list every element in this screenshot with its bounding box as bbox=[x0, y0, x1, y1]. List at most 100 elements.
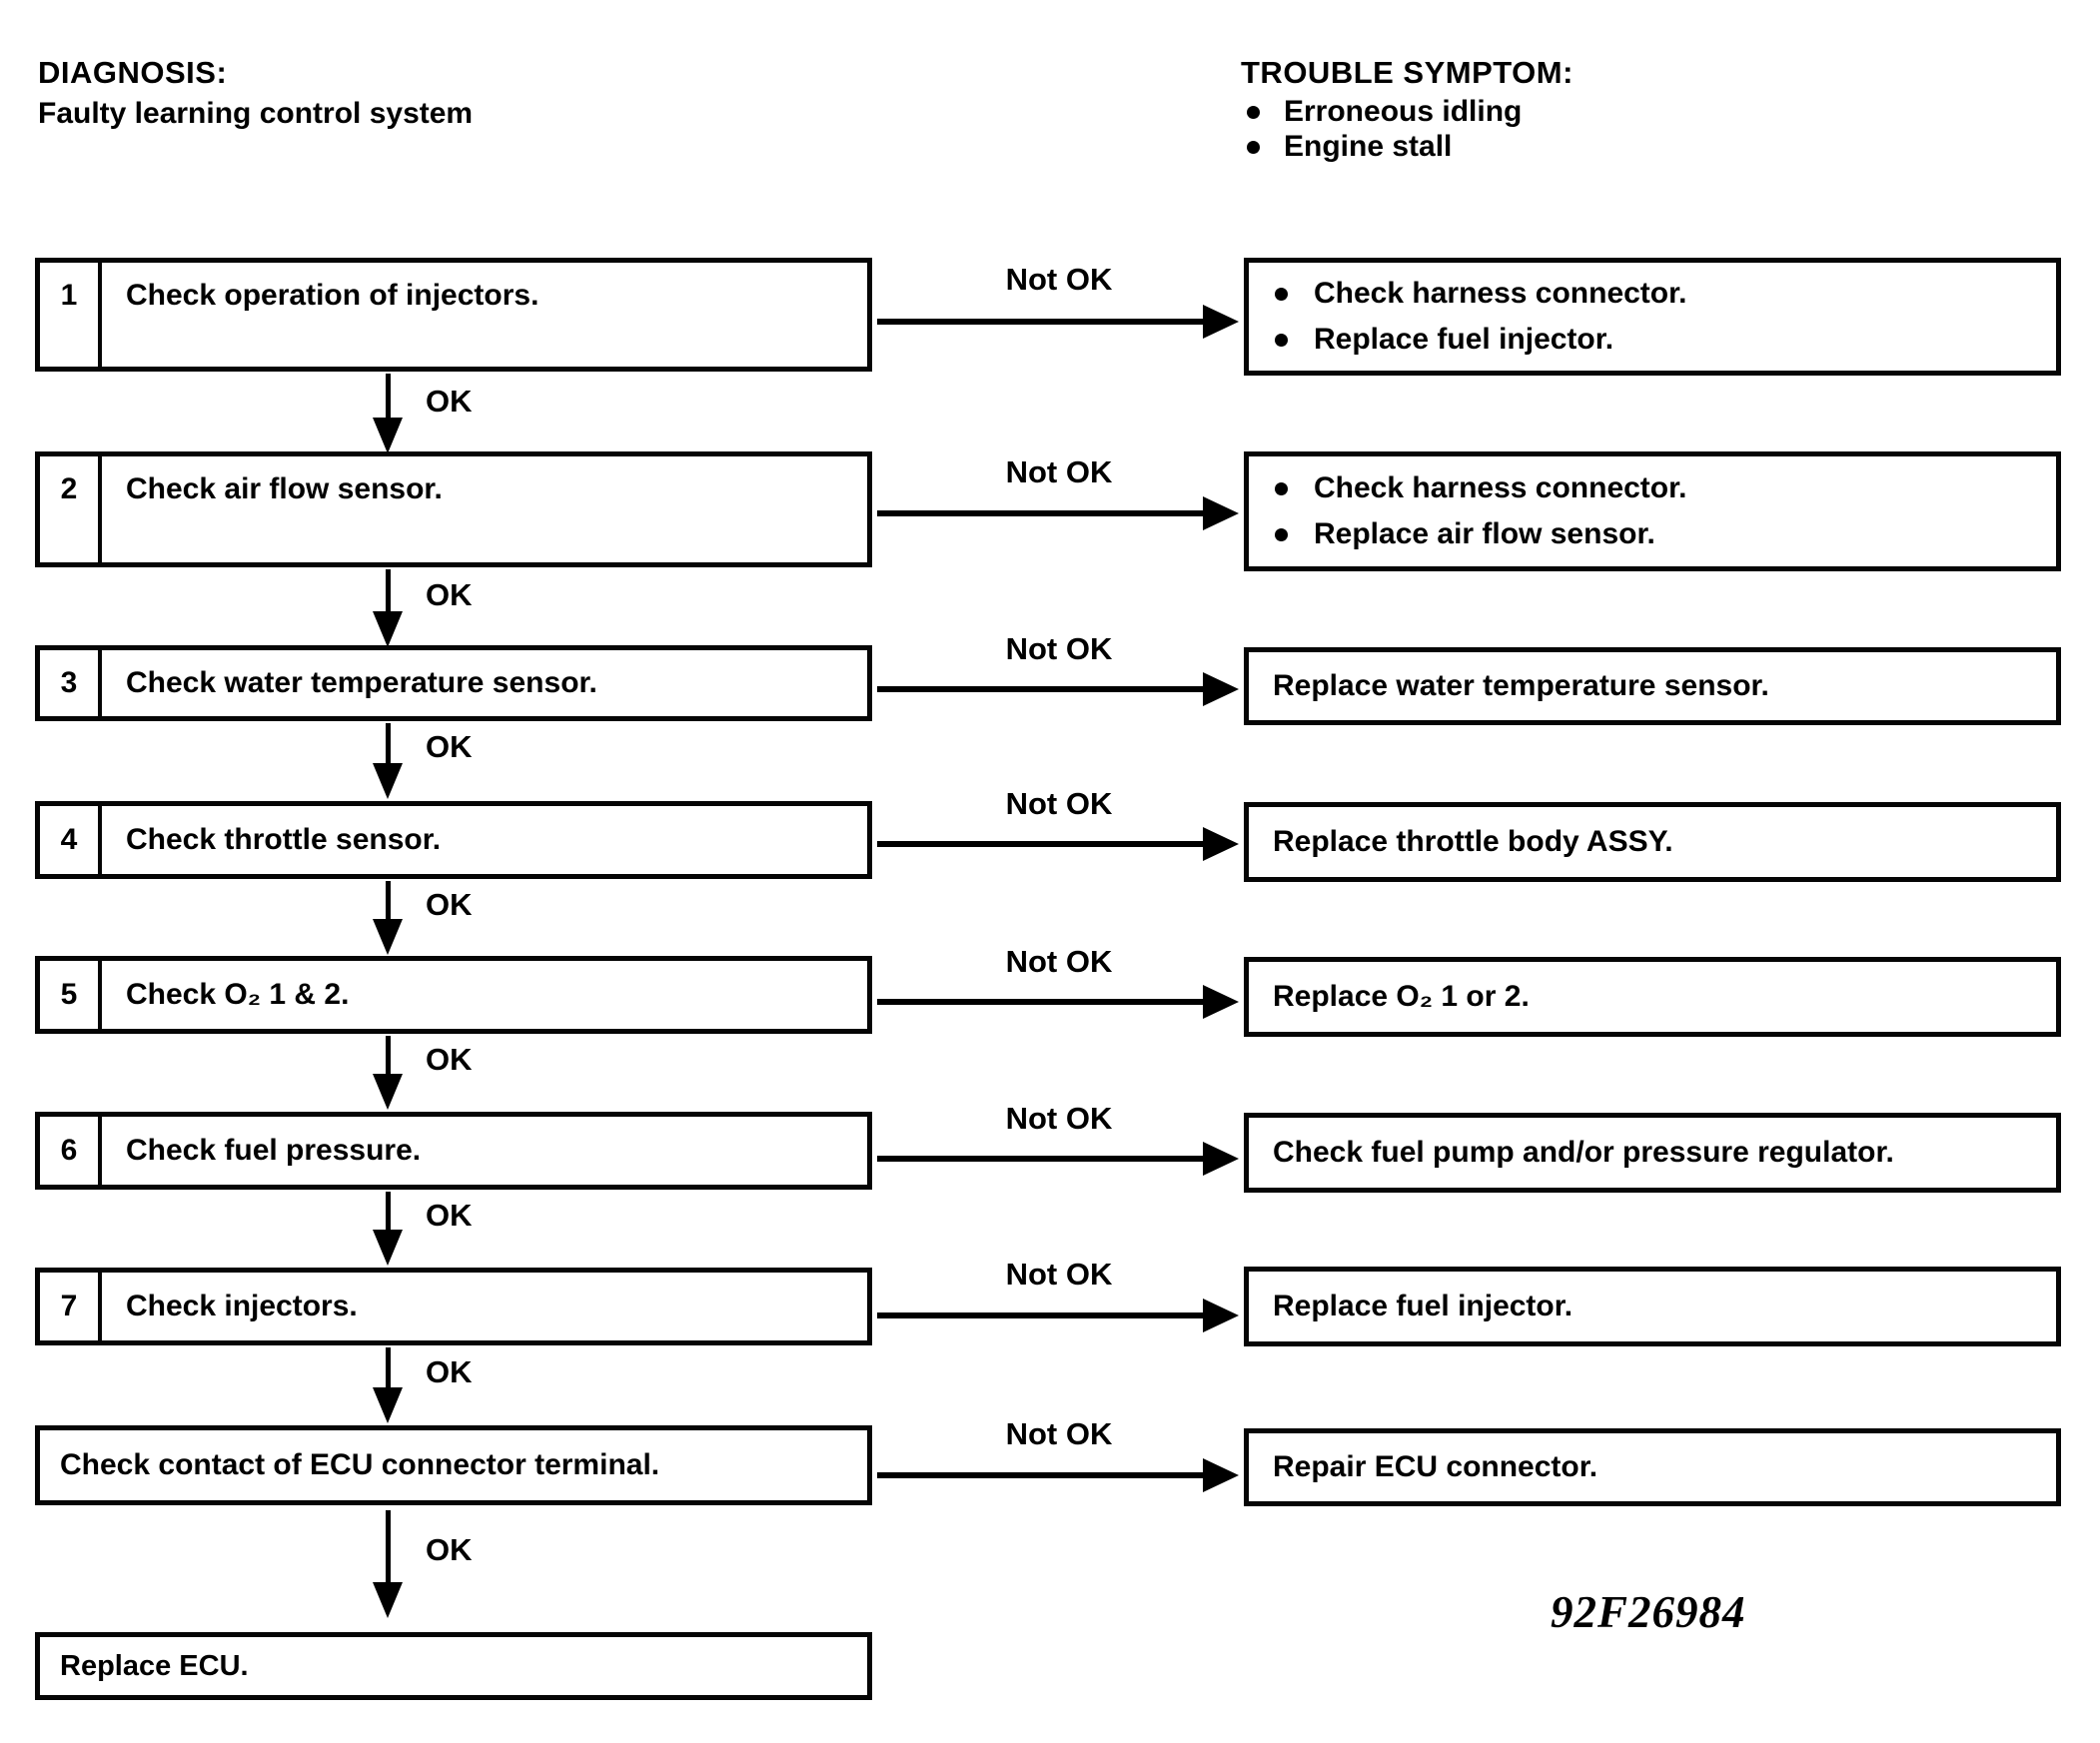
arrow-down-icon bbox=[386, 569, 391, 615]
arrow-right-icon bbox=[877, 686, 1207, 692]
not-ok-label: Not OK bbox=[1005, 786, 1113, 821]
arrow-down-icon bbox=[386, 1347, 391, 1391]
step-label: Check air flow sensor. bbox=[126, 472, 443, 505]
step-box-1: 1 Check operation of injectors. bbox=[35, 258, 872, 372]
symptom-label: Engine stall bbox=[1284, 130, 1453, 163]
result-box-1: Check harness connector. Replace fuel in… bbox=[1244, 258, 2061, 376]
result-bullet-line: Check harness connector. bbox=[1275, 277, 2056, 311]
step-label: Check throttle sensor. bbox=[126, 823, 442, 856]
diagnosis-text: Faulty learning control system bbox=[38, 97, 474, 130]
result-text: Replace fuel injector. bbox=[1314, 323, 1614, 356]
result-box-2: Check harness connector. Replace air flo… bbox=[1244, 451, 2061, 571]
not-ok-label: Not OK bbox=[1005, 1416, 1113, 1451]
arrow-down-head-icon bbox=[373, 1582, 403, 1618]
result-text: Replace throttle body ASSY. bbox=[1273, 825, 1673, 858]
arrow-right-head-icon bbox=[1203, 827, 1239, 861]
arrow-down-icon bbox=[386, 1192, 391, 1234]
not-ok-label: Not OK bbox=[1005, 944, 1113, 979]
result-box-3: Replace water temperature sensor. bbox=[1244, 647, 2061, 725]
result-box-7: Replace fuel injector. bbox=[1244, 1267, 2061, 1346]
arrow-down-icon bbox=[386, 1510, 391, 1586]
step-box-7: 7 Check injectors. bbox=[35, 1268, 872, 1345]
arrow-right-icon bbox=[877, 1472, 1207, 1478]
result-text: Check harness connector. bbox=[1314, 277, 1687, 310]
result-box-5: Replace O₂ 1 or 2. bbox=[1244, 957, 2061, 1037]
step-label: Replace ECU. bbox=[60, 1649, 249, 1682]
arrow-down-head-icon bbox=[373, 919, 403, 955]
ok-label: OK bbox=[426, 729, 473, 764]
result-text: Check harness connector. bbox=[1314, 471, 1687, 504]
result-box-4: Replace throttle body ASSY. bbox=[1244, 802, 2061, 882]
result-text: Replace O₂ 1 or 2. bbox=[1273, 980, 1530, 1013]
result-text: Check fuel pump and/or pressure regulato… bbox=[1273, 1136, 1894, 1169]
arrow-down-icon bbox=[386, 374, 391, 422]
arrow-down-head-icon bbox=[373, 611, 403, 647]
ok-label: OK bbox=[426, 384, 473, 419]
step-number: 6 bbox=[40, 1117, 102, 1185]
ok-label: OK bbox=[426, 1042, 473, 1077]
bullet-icon bbox=[1275, 333, 1288, 347]
arrow-down-head-icon bbox=[373, 418, 403, 453]
arrow-right-icon bbox=[877, 319, 1207, 325]
step-number: 7 bbox=[40, 1273, 102, 1340]
not-ok-label: Not OK bbox=[1005, 262, 1113, 297]
arrow-down-icon bbox=[386, 1036, 391, 1078]
step-label: Check O₂ 1 & 2. bbox=[126, 978, 350, 1011]
bullet-icon bbox=[1275, 481, 1288, 495]
step-number: 3 bbox=[40, 650, 102, 716]
step-box-2: 2 Check air flow sensor. bbox=[35, 451, 872, 567]
step-label: Check water temperature sensor. bbox=[126, 666, 597, 699]
arrow-right-icon bbox=[877, 1312, 1207, 1318]
not-ok-label: Not OK bbox=[1005, 1257, 1113, 1292]
result-bullet-line: Replace air flow sensor. bbox=[1275, 517, 2056, 551]
symptom-item: Erroneous idling bbox=[1247, 95, 1522, 129]
arrow-right-head-icon bbox=[1203, 496, 1239, 530]
step-box-3: 3 Check water temperature sensor. bbox=[35, 645, 872, 721]
result-text: Replace air flow sensor. bbox=[1314, 517, 1655, 550]
ok-label: OK bbox=[426, 1198, 473, 1233]
step-label: Check injectors. bbox=[126, 1290, 358, 1322]
trouble-symptom-heading: TROUBLE SYMPTOM: bbox=[1241, 55, 1574, 90]
arrow-right-icon bbox=[877, 510, 1207, 516]
result-text: Replace water temperature sensor. bbox=[1273, 669, 1769, 702]
step-label: Check operation of injectors. bbox=[126, 279, 539, 312]
result-text: Repair ECU connector. bbox=[1273, 1450, 1598, 1483]
result-box-6: Check fuel pump and/or pressure regulato… bbox=[1244, 1113, 2061, 1193]
arrow-right-icon bbox=[877, 999, 1207, 1005]
figure-id: 92F26984 bbox=[1551, 1587, 1746, 1637]
not-ok-label: Not OK bbox=[1005, 454, 1113, 489]
step-box-4: 4 Check throttle sensor. bbox=[35, 801, 872, 879]
bullet-icon bbox=[1275, 527, 1288, 541]
arrow-down-icon bbox=[386, 881, 391, 923]
arrow-right-head-icon bbox=[1203, 1299, 1239, 1332]
arrow-right-head-icon bbox=[1203, 985, 1239, 1019]
step-box-5: 5 Check O₂ 1 & 2. bbox=[35, 956, 872, 1034]
step-number: 2 bbox=[40, 456, 102, 562]
arrow-right-head-icon bbox=[1203, 1458, 1239, 1492]
bullet-icon bbox=[1275, 287, 1288, 301]
arrow-down-head-icon bbox=[373, 1230, 403, 1266]
bullet-icon bbox=[1247, 105, 1260, 119]
step-number: 1 bbox=[40, 263, 102, 367]
result-text: Replace fuel injector. bbox=[1273, 1290, 1574, 1322]
arrow-down-head-icon bbox=[373, 763, 403, 799]
result-box-8: Repair ECU connector. bbox=[1244, 1428, 2061, 1506]
step-label: Check contact of ECU connector terminal. bbox=[60, 1448, 660, 1481]
ok-label: OK bbox=[426, 1354, 473, 1389]
arrow-right-head-icon bbox=[1203, 1142, 1239, 1176]
symptom-item: Engine stall bbox=[1247, 130, 1452, 164]
ok-label: OK bbox=[426, 1532, 473, 1567]
arrow-right-icon bbox=[877, 841, 1207, 847]
diagnosis-heading: DIAGNOSIS: bbox=[38, 55, 228, 90]
step-label: Check fuel pressure. bbox=[126, 1134, 422, 1167]
arrow-down-head-icon bbox=[373, 1074, 403, 1110]
not-ok-label: Not OK bbox=[1005, 631, 1113, 666]
ok-label: OK bbox=[426, 577, 473, 612]
symptom-label: Erroneous idling bbox=[1284, 95, 1523, 128]
ok-label: OK bbox=[426, 887, 473, 922]
arrow-right-icon bbox=[877, 1156, 1207, 1162]
step-number: 5 bbox=[40, 961, 102, 1029]
arrow-right-head-icon bbox=[1203, 305, 1239, 339]
step-box-6: 6 Check fuel pressure. bbox=[35, 1112, 872, 1190]
